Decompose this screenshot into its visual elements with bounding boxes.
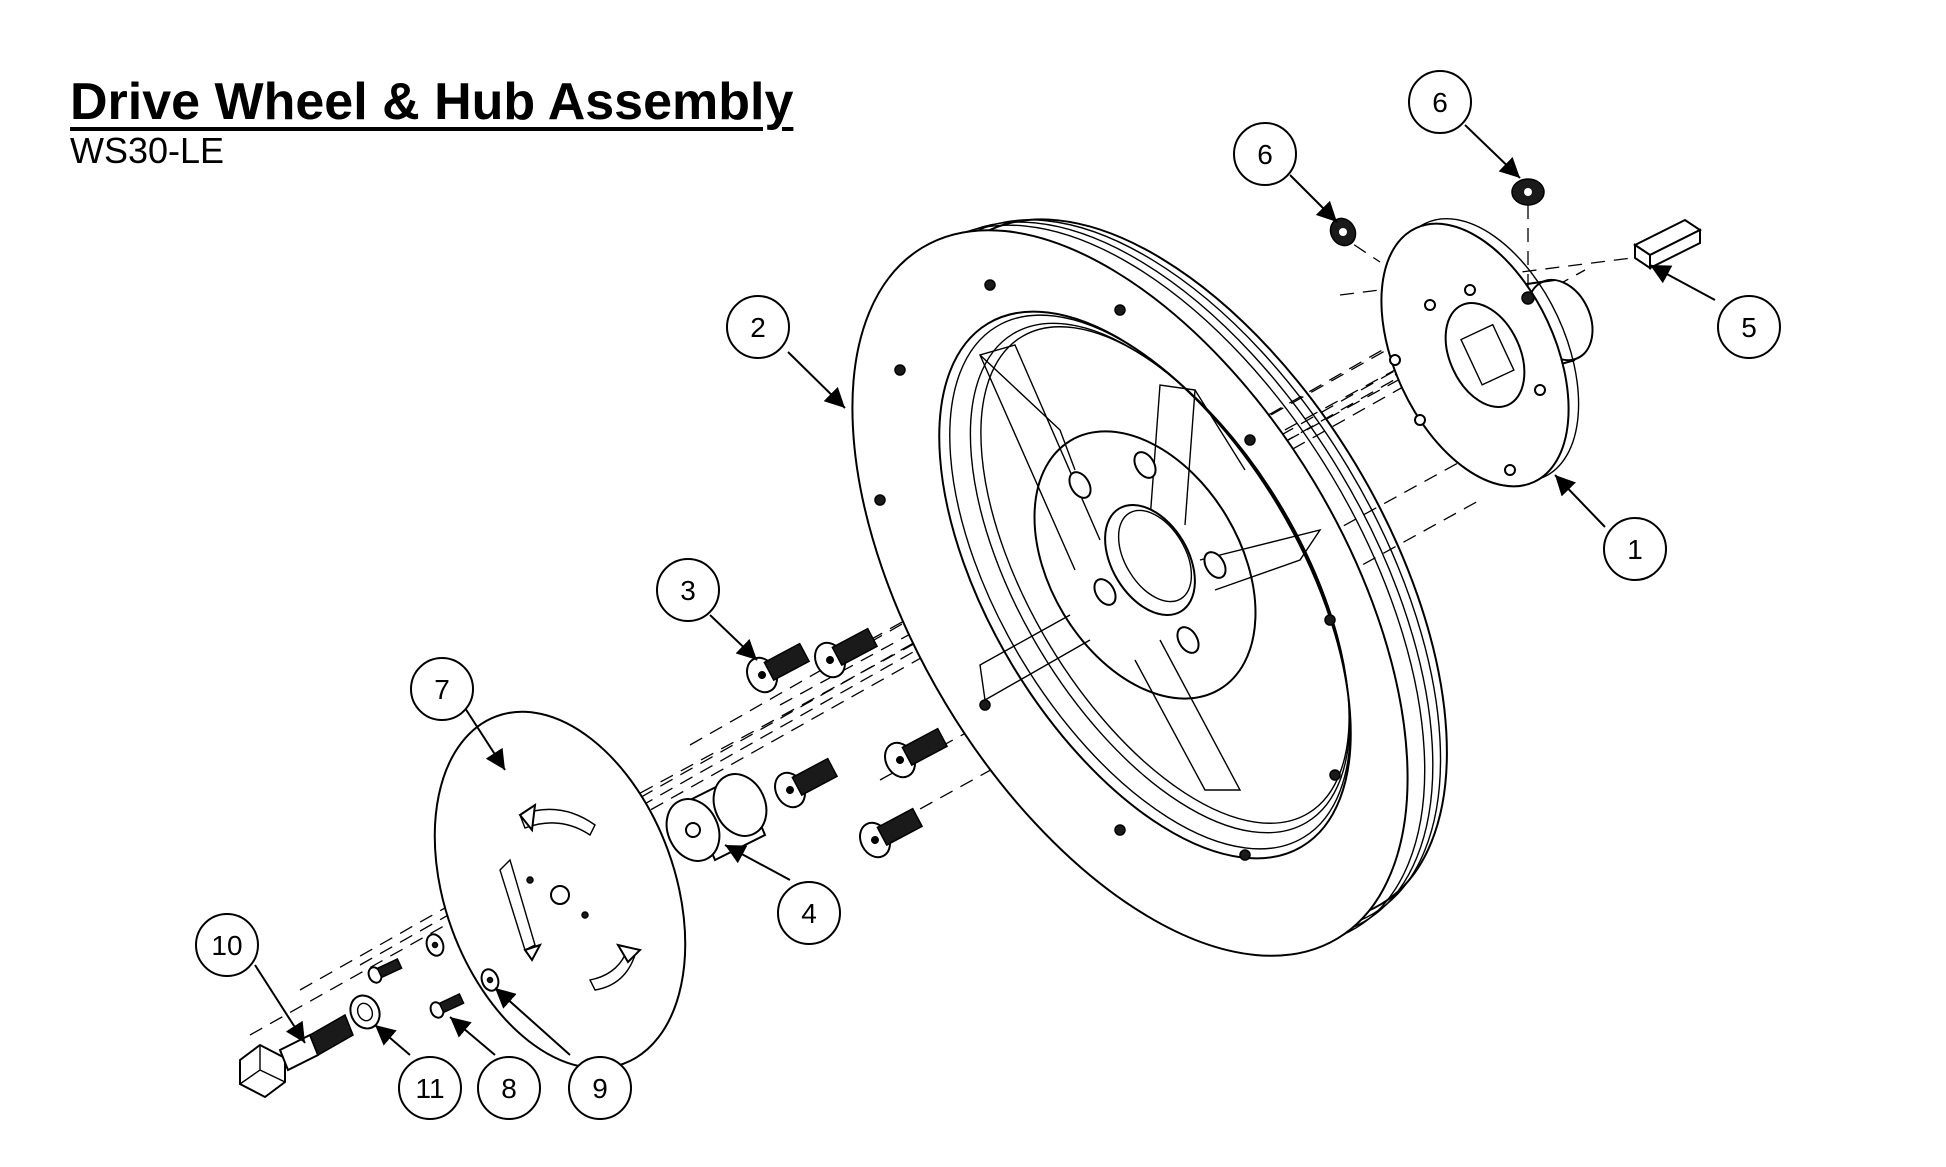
balloon-6-left-label: 6 [1257,139,1273,170]
balloon-5-label: 5 [1741,312,1757,343]
balloon-6-left: 6 [1233,122,1297,186]
balloon-9: 9 [568,1056,632,1120]
balloon-7-label: 7 [434,674,450,705]
balloon-4: 4 [777,881,841,945]
spacer [665,773,768,862]
balloon-6-top: 6 [1408,70,1472,134]
lock-washer [349,994,381,1030]
balloon-5: 5 [1717,295,1781,359]
small-screws [367,958,465,1019]
hub [1380,217,1594,488]
balloon-3: 3 [656,558,720,622]
balloon-8: 8 [477,1056,541,1120]
drive-wheel [851,218,1448,957]
set-screw-top [1511,178,1545,206]
key [1633,218,1702,270]
balloon-9-label: 9 [592,1073,608,1104]
bolt [239,1013,354,1099]
balloon-2: 2 [726,295,790,359]
balloon-11-label: 11 [415,1073,444,1104]
balloon-7: 7 [410,657,474,721]
drawing-title: Drive Wheel & Hub Assembly [70,73,794,131]
washers [425,933,500,992]
cover-plate [433,710,687,1070]
balloon-1-label: 1 [1627,534,1643,565]
wheel-screws [746,627,949,859]
leader-lines [254,124,1716,1056]
balloon-3-label: 3 [680,575,696,606]
balloon-10-label: 10 [211,930,242,961]
rim-bolt-holes [874,279,1341,861]
balloon-4-label: 4 [801,898,817,929]
balloon-10: 10 [195,913,259,977]
balloon-8-label: 8 [501,1073,517,1104]
set-screw-left [1329,217,1357,247]
balloon-6-top-label: 6 [1432,87,1448,118]
title-block: Drive Wheel & Hub Assembly WS30-LE [70,73,794,172]
balloon-11: 11 [398,1056,462,1120]
balloon-2-label: 2 [750,312,766,343]
model-number: WS30-LE [70,130,225,172]
balloon-1: 1 [1603,517,1667,581]
